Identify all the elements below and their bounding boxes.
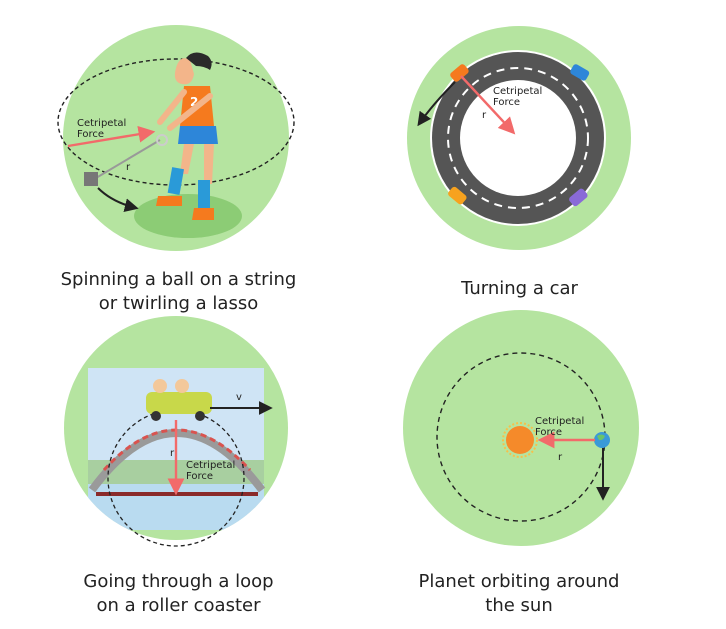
radius-label: r <box>558 452 563 463</box>
ground-shadow <box>134 194 242 238</box>
car-yellow <box>448 186 467 205</box>
car-blue <box>570 64 590 81</box>
caption-car: Turning a car <box>461 278 578 299</box>
lane-marking <box>447 67 589 209</box>
planet-illustration <box>403 310 639 546</box>
orbit-path <box>57 58 295 186</box>
svg-text:2: 2 <box>190 95 198 109</box>
earth <box>594 432 610 448</box>
sun-rays <box>502 422 538 458</box>
handle <box>156 134 168 146</box>
string-ball-illustration: 2 <box>57 25 295 251</box>
caption-string-ball: Spinning a ball on a string or twirling … <box>60 269 297 314</box>
car-illustration <box>407 26 631 250</box>
caption-planet: Planet orbiting around the sun <box>418 571 620 616</box>
force-label: Cetripetal Force <box>493 86 543 108</box>
force-label: Cetripetal Force <box>535 416 585 438</box>
car-purple <box>569 188 588 207</box>
motion-arrow <box>417 81 456 127</box>
athlete-figure: 2 <box>156 52 218 220</box>
coaster-car <box>146 379 212 421</box>
panel-planet: Cetripetal Force r Planet orbiting aroun… <box>363 310 726 629</box>
radius-label: r <box>126 162 131 173</box>
caption-roller-coaster: Going through a loop on a roller coaster <box>83 571 274 616</box>
radius-label: r <box>170 448 175 459</box>
radius-label: r <box>482 110 487 121</box>
panel-roller-coaster: v r Cetripetal Force Going through a loo… <box>0 316 363 629</box>
earth-land <box>597 434 605 441</box>
ball <box>84 172 98 186</box>
background-circle <box>63 25 289 251</box>
roller-coaster-illustration <box>64 316 288 547</box>
sun <box>506 426 534 454</box>
motion-arrow <box>97 187 139 213</box>
panel-car: Cetripetal Force r Turning a car <box>363 0 726 320</box>
panel-string-ball: 2 Cetripetal Force r Spinning a ball on … <box>0 0 363 320</box>
force-label: Cetripetal Force <box>77 118 127 140</box>
loop-path <box>107 409 245 547</box>
string <box>95 139 161 179</box>
car-orange <box>450 64 469 82</box>
centripetal-force-arrow <box>460 75 516 135</box>
inner-island <box>460 80 576 196</box>
force-label: Cetripetal Force <box>186 460 236 482</box>
centripetal-force-arrow <box>67 125 156 148</box>
velocity-label: v <box>236 392 242 403</box>
